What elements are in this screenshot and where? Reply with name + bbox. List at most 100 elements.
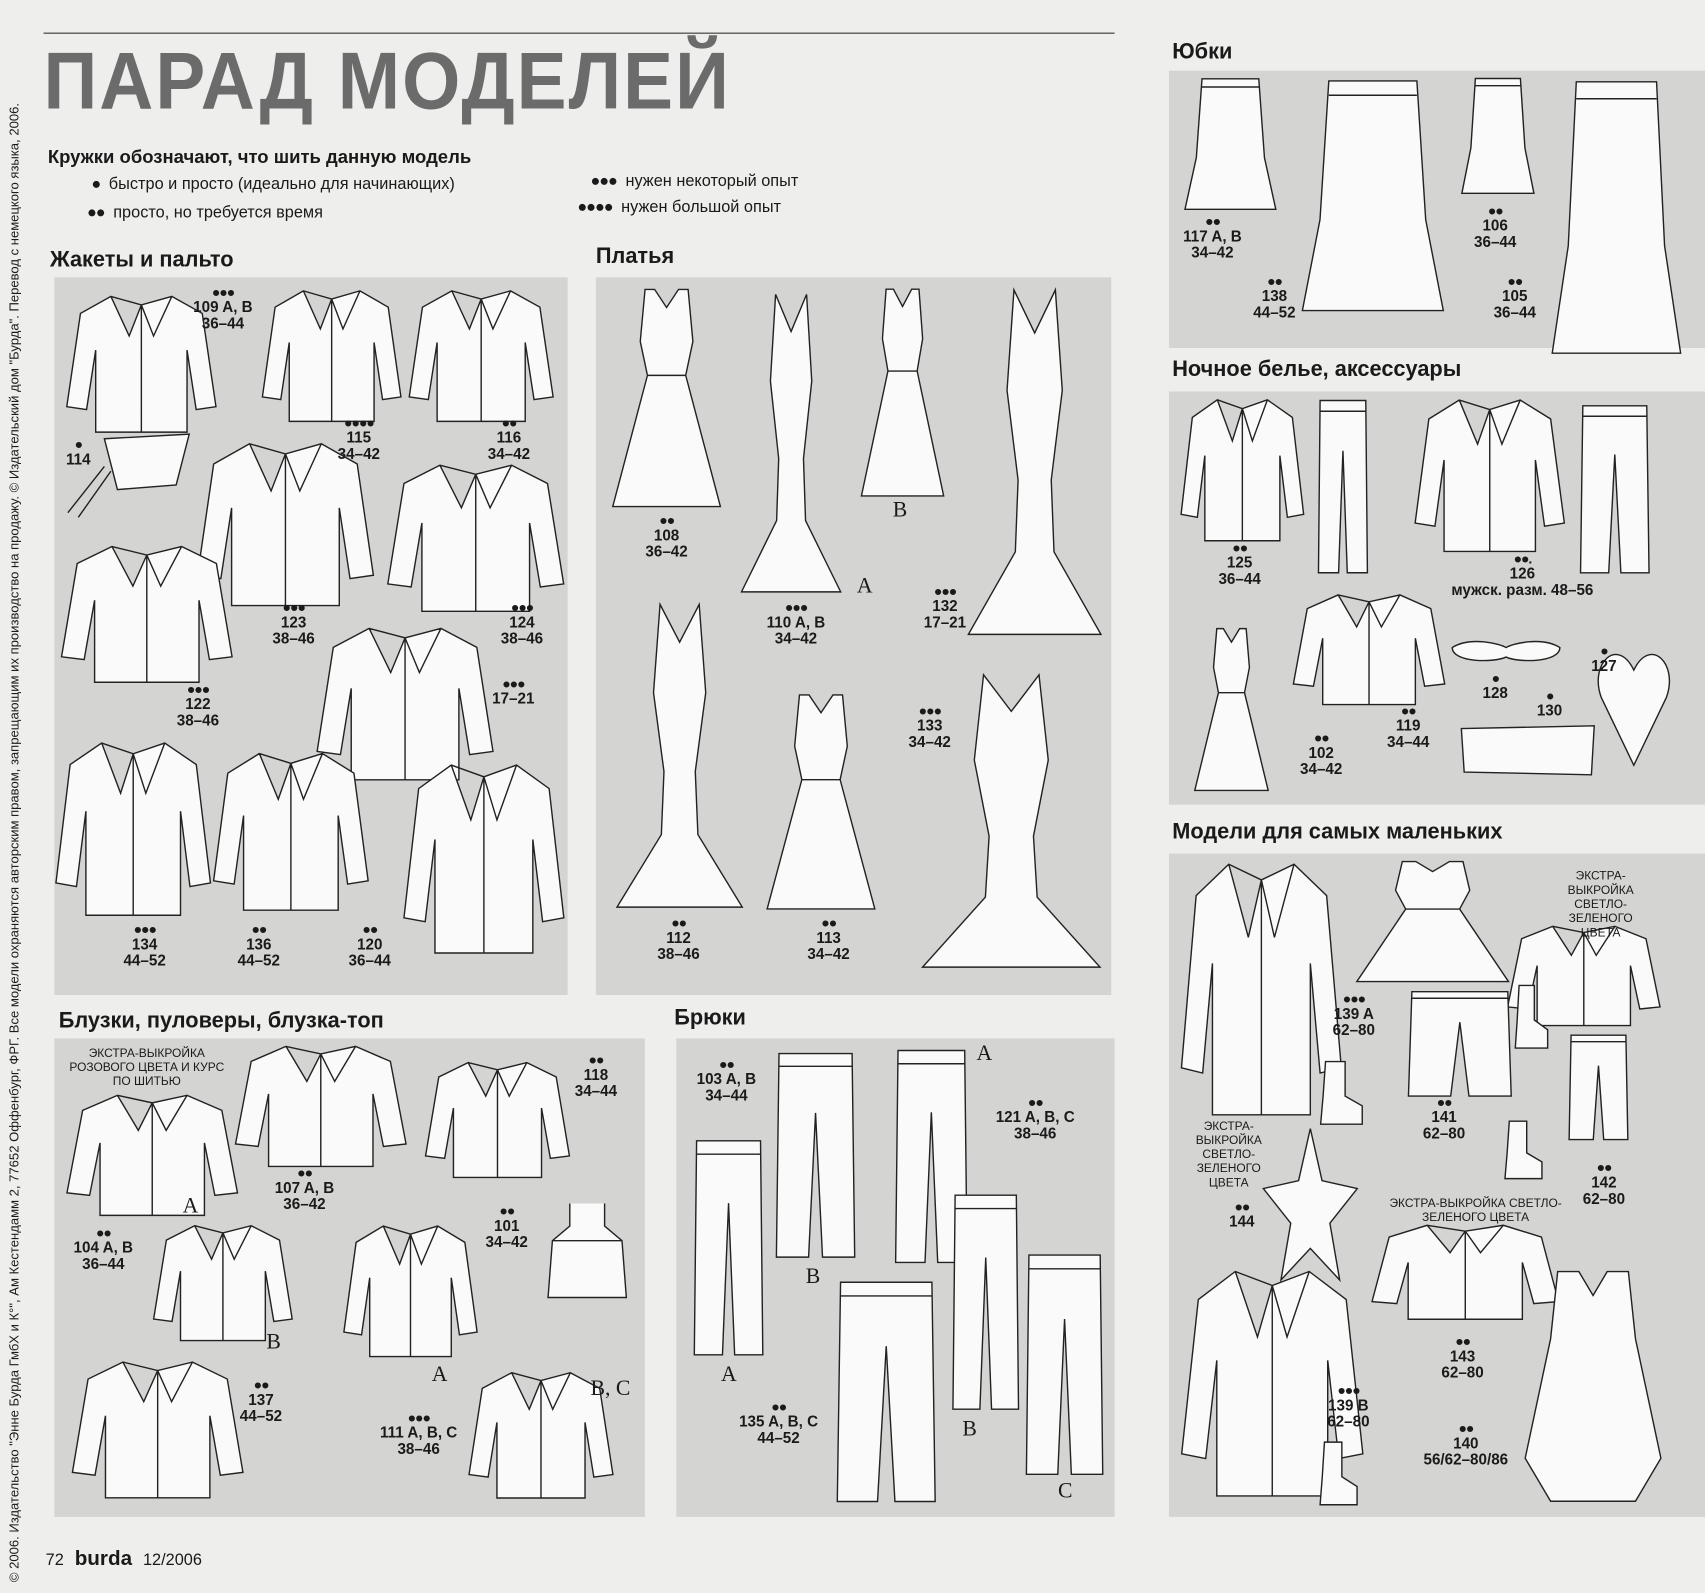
jacket-sketch: [1506, 924, 1661, 1027]
model-sizes: 34–44: [1387, 732, 1430, 751]
jacket-sketch: [212, 750, 370, 913]
pants-sketch: [772, 1049, 859, 1261]
jacket-sketch: [424, 1060, 571, 1180]
copyright-notice: © 2006. Издательство "Энне Бурда ГмбХ и …: [6, 103, 22, 1583]
model-sizes: 34–42: [1300, 760, 1343, 778]
difficulty-dots: ●●: [95, 1224, 112, 1241]
difficulty-dots: ●●: [718, 1055, 735, 1073]
model-number: 105: [1502, 287, 1528, 305]
variant-letter: B: [266, 1329, 281, 1354]
difficulty-dots: ●●: [1400, 702, 1417, 719]
model-sizes: 44–52: [237, 951, 280, 969]
gown-sketch: [614, 598, 744, 913]
jacket-sketch: [1370, 1223, 1560, 1321]
model-number: 139 A: [1333, 1004, 1374, 1023]
scarf-sketch: [65, 430, 195, 522]
bootie-sketch: [1316, 1441, 1359, 1506]
star-sketch: [1261, 1125, 1359, 1283]
skirt-sketch: [1460, 76, 1535, 196]
model-sizes: 36–42: [283, 1195, 326, 1213]
model-number: 139 B: [1328, 1396, 1369, 1414]
model-number: 128: [1482, 683, 1508, 702]
pants-sketch: [832, 1278, 941, 1506]
model-number: 109 A, B: [193, 297, 253, 316]
section-heading-blouses: Блузки, пуловеры, блузка-топ: [58, 1009, 384, 1034]
model-number: 107 A, B: [274, 1178, 335, 1197]
legend-item: ● быстро и просто (идеально для начинающ…: [91, 175, 454, 193]
mask-sketch: [1446, 636, 1566, 674]
jacket-sketch: [65, 294, 217, 435]
model-number: 121 A, B, C: [995, 1108, 1075, 1126]
jacket-sketch: [1292, 593, 1446, 707]
pants-sketch: [1577, 402, 1653, 576]
difficulty-dots: ●●: [1507, 272, 1523, 290]
variant-letter: B: [892, 498, 908, 522]
model-number: 141: [1431, 1108, 1457, 1126]
difficulty-dots: ●●●: [407, 1409, 430, 1426]
difficulty-dots: ●●●: [933, 582, 957, 600]
jacket-sketch: [234, 1044, 408, 1169]
model-sizes: 44–52: [239, 1407, 283, 1425]
dress-sketch: [1191, 625, 1273, 794]
variant-letter: A: [720, 1362, 737, 1387]
model-sizes: мужск. разм. 48–56: [1451, 580, 1594, 599]
legend-label: быстро и просто (идеально для начинающих…: [108, 175, 455, 194]
bootie-sketch: [1511, 984, 1549, 1049]
section-heading-dresses: Платья: [595, 244, 675, 269]
difficulty-dots: ●●●: [590, 171, 617, 191]
model-label: ●●144: [1229, 1199, 1254, 1229]
dress-sketch: [857, 285, 948, 500]
model-number: 123: [280, 613, 307, 631]
skirt-sketch: [1299, 76, 1446, 315]
difficulty-dots: ●●●: [918, 702, 942, 719]
jacket-sketch: [65, 1093, 239, 1218]
jacket-sketch: [261, 288, 402, 424]
difficulty-dots: ●●: [86, 203, 106, 222]
jacket-sketch: [315, 625, 494, 783]
difficulty-dots: ●●: [821, 914, 837, 931]
skirt-sketch: [1183, 76, 1278, 212]
model-number: 138: [1261, 287, 1288, 305]
difficulty-dots: ●●●: [211, 283, 235, 301]
legend-label: нужен большой опыт: [621, 197, 782, 217]
model-sizes: 38–46: [397, 1439, 440, 1458]
legend-label: просто, но требуется время: [113, 203, 323, 222]
difficulty-dots: ●●●: [282, 599, 305, 616]
bag-sketch: [1522, 1267, 1663, 1506]
model-label: ●130: [1537, 688, 1562, 718]
model-sizes: 34–42: [774, 629, 818, 648]
difficulty-dots: ●●: [499, 1202, 515, 1219]
model-number: 108: [653, 526, 680, 544]
legend-title: Кружки обозначают, что шить данную модел…: [47, 146, 472, 168]
model-number: 110 A, B: [766, 613, 826, 631]
extra-pattern-note: ЭКСТРА-ВЫКРОЙКА РОЗОВОГО ЦВЕТА И КУРС ПО…: [69, 1047, 225, 1089]
difficulty-dots: ●●: [501, 414, 517, 431]
top-sketch: [544, 1202, 631, 1300]
model-number: 103 A, B: [696, 1070, 757, 1088]
jacket-sketch: [71, 1359, 245, 1500]
difficulty-dots: ●●●: [502, 675, 525, 692]
difficulty-dots: ●●●: [1337, 1382, 1360, 1399]
gown-sketch: [966, 283, 1104, 642]
variant-letter: A: [856, 574, 873, 599]
model-number: 112: [666, 928, 691, 947]
heart-sketch: [1593, 636, 1675, 772]
model-number: 142: [1591, 1173, 1617, 1191]
top-rule: [43, 32, 1115, 34]
difficulty-dots: ●●●: [510, 599, 534, 616]
difficulty-dots: ●●●: [784, 599, 808, 616]
model-number: 102: [1308, 743, 1334, 762]
page-title: ПАРАД МОДЕЛЕЙ: [43, 35, 731, 127]
model-number: 140: [1453, 1434, 1479, 1452]
